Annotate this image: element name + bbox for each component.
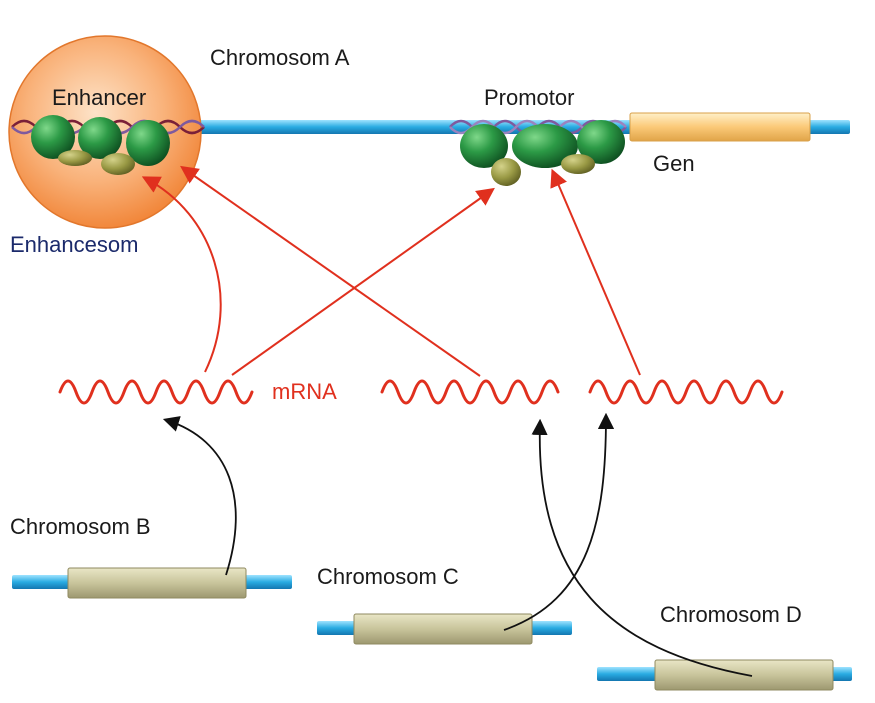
- chromosome-c: [317, 613, 572, 645]
- arrow-left-to-promotor: [231, 187, 495, 376]
- red-arrows: [141, 165, 641, 377]
- gene-region: [629, 112, 811, 142]
- chromosome-d-label: Chromosom D: [660, 602, 802, 627]
- arrow-c-to-mrna: [503, 412, 615, 631]
- mrna-wave-right: [588, 379, 784, 405]
- chromosome-b: [12, 567, 292, 599]
- black-arrows: [162, 412, 753, 677]
- mrna-label: mRNA: [272, 379, 337, 404]
- arrow-left-to-enhancer: [141, 176, 222, 373]
- enhancer-proteins: [31, 115, 170, 175]
- mrna-wave-middle: [380, 379, 560, 405]
- chromosome-c-label: Chromosom C: [317, 564, 459, 589]
- enhancesome-label: Enhancesom: [10, 232, 139, 257]
- promotor-proteins: [460, 120, 625, 186]
- promotor-label: Promotor: [484, 85, 575, 110]
- arrow-right-to-promotor: [550, 168, 641, 376]
- chromosome-b-label: Chromosom B: [10, 514, 151, 539]
- chromosome-a-label: Chromosom A: [210, 45, 350, 70]
- chromosome-d: [597, 659, 852, 691]
- arrow-d-to-mrna: [531, 418, 753, 677]
- gene-label: Gen: [653, 151, 695, 176]
- mrna-strands: [58, 379, 784, 405]
- arrow-middle-to-enhancer: [180, 165, 481, 377]
- mrna-wave-left: [58, 379, 254, 405]
- enhancer-label: Enhancer: [52, 85, 147, 110]
- arrow-b-to-mrna: [162, 416, 237, 576]
